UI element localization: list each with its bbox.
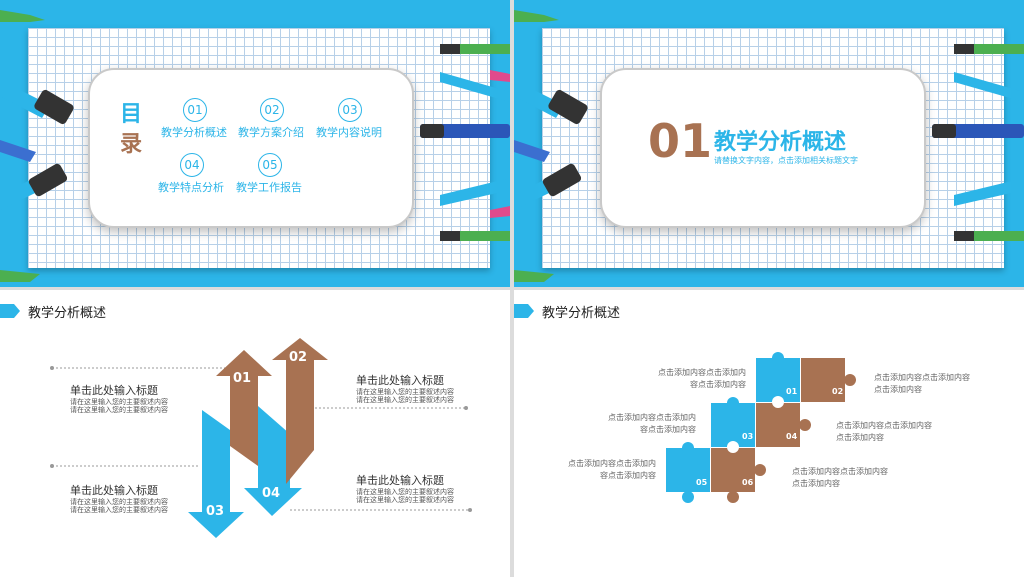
arrow-label-04: 04	[262, 486, 281, 501]
section-subtitle: 请替换文字内容，点击添加相关标题文字	[714, 156, 858, 165]
puzzle-text-4[interactable]: 点击添加内容点击添加内容 点击添加内容	[836, 420, 932, 444]
puzzle-text-6[interactable]: 点击添加内容点击添加内容 点击添加内容	[792, 466, 888, 490]
slide-section[interactable]: 01 教学分析概述 请替换文字内容，点击添加相关标题文字	[514, 0, 1024, 287]
slide-toc[interactable]: 目 录 目录 01 教学分析概述 02 教学方案介绍 03 教学内容说明 04 …	[0, 0, 510, 287]
text-line: 点击添加内容	[836, 433, 884, 442]
arrow-label-03: 03	[206, 504, 225, 519]
piece-label-01: 01	[786, 387, 798, 396]
toc-number-02: 02	[260, 98, 284, 122]
text-line: 点击添加内容点击添加内容	[792, 467, 888, 476]
arrow-label-01: 01	[233, 371, 252, 386]
slide-puzzle[interactable]: 教学分析概述 01 02 03 04 05 06 点击添加内容点击添加内 容点击…	[514, 290, 1024, 577]
puzzle-piece-02	[801, 358, 856, 402]
toc-item-03[interactable]: 教学内容说明	[316, 126, 382, 139]
puzzle-text-1[interactable]: 点击添加内容点击添加内 容点击添加内容	[658, 367, 746, 391]
toc-title-char1: 目	[120, 102, 143, 127]
pencil-icon	[514, 10, 1024, 282]
piece-label-02: 02	[832, 387, 844, 396]
pencils-decoration	[0, 10, 510, 282]
text-block-4[interactable]: 单击此处输入标题 请在这里输入您的主要叙述内容 请在这里输入您的主要叙述内容	[356, 472, 454, 504]
section-card	[600, 68, 926, 228]
toc-title: 目 录	[120, 100, 142, 160]
puzzle-piece-04	[756, 403, 811, 447]
puzzle-piece-03	[711, 397, 755, 447]
block-line: 请在这里输入您的主要叙述内容	[70, 498, 168, 506]
arrows-diagram	[50, 338, 472, 538]
toc-item-04[interactable]: 教学特点分析	[158, 181, 224, 194]
slide-arrows[interactable]: 教学分析概述 01 02 03 04 单击此处输入标题 请在这里输入您的主要叙述…	[0, 290, 510, 577]
block-title: 单击此处输入标题	[70, 484, 158, 497]
block-line: 请在这里输入您的主要叙述内容	[70, 406, 168, 414]
text-line: 点击添加内容	[874, 385, 922, 394]
pencil-icon	[0, 10, 510, 282]
toc-number-03: 03	[338, 98, 362, 122]
piece-label-04: 04	[786, 432, 798, 441]
toc-title-char2: 录	[120, 132, 143, 157]
puzzle-text-5[interactable]: 点击添加内容点击添加内 容点击添加内容	[568, 458, 656, 482]
puzzle-diagram	[666, 352, 856, 503]
block-title: 单击此处输入标题	[356, 374, 444, 387]
block-line: 请在这里输入您的主要叙述内容	[356, 388, 454, 396]
arrow-02	[272, 338, 328, 484]
block-line: 请在这里输入您的主要叙述内容	[356, 496, 454, 504]
text-line: 点击添加内容点击添加内	[568, 459, 656, 468]
text-line: 点击添加内容点击添加内容	[836, 421, 932, 430]
toc-item-02[interactable]: 教学方案介绍	[238, 126, 304, 139]
toc-number-01: 01	[183, 98, 207, 122]
text-line: 点击添加内容点击添加内	[658, 368, 746, 377]
puzzle-piece-01	[756, 352, 800, 402]
puzzle-text-3[interactable]: 点击添加内容点击添加内 容点击添加内容	[608, 412, 696, 436]
header-tag-icon	[0, 304, 20, 318]
text-block-2[interactable]: 单击此处输入标题 请在这里输入您的主要叙述内容 请在这里输入您的主要叙述内容	[70, 482, 168, 514]
section-title: 教学分析概述	[714, 130, 847, 155]
arrow-label-02: 02	[289, 350, 308, 365]
block-title: 单击此处输入标题	[356, 474, 444, 487]
text-line: 容点击添加内容	[690, 380, 746, 389]
text-block-3[interactable]: 单击此处输入标题 请在这里输入您的主要叙述内容 请在这里输入您的主要叙述内容	[356, 372, 454, 404]
block-line: 请在这里输入您的主要叙述内容	[356, 396, 454, 404]
piece-label-05: 05	[696, 478, 708, 487]
toc-number-04: 04	[180, 153, 204, 177]
toc-item-05[interactable]: 教学工作报告	[236, 181, 302, 194]
text-line: 容点击添加内容	[640, 425, 696, 434]
slide-header: 教学分析概述	[542, 306, 621, 321]
piece-label-06: 06	[742, 478, 754, 487]
section-number: 01	[648, 114, 713, 168]
piece-label-03: 03	[742, 432, 754, 441]
toc-item-01[interactable]: 教学分析概述	[161, 126, 227, 139]
arrow-01	[216, 350, 272, 466]
header-tag-icon	[514, 304, 534, 318]
text-block-1[interactable]: 单击此处输入标题 请在这里输入您的主要叙述内容 请在这里输入您的主要叙述内容	[70, 382, 168, 414]
text-line: 容点击添加内容	[600, 471, 656, 480]
puzzle-text-2[interactable]: 点击添加内容点击添加内容 点击添加内容	[874, 372, 970, 396]
text-line: 点击添加内容点击添加内容	[874, 373, 970, 382]
block-title: 单击此处输入标题	[70, 384, 158, 397]
pencils-decoration	[514, 10, 1024, 282]
text-line: 点击添加内容点击添加内	[608, 413, 696, 422]
toc-number-05: 05	[258, 153, 282, 177]
toc-card	[88, 68, 414, 228]
puzzle-piece-06	[711, 448, 766, 503]
block-line: 请在这里输入您的主要叙述内容	[70, 506, 168, 514]
slide-header: 教学分析概述	[28, 306, 107, 321]
block-line: 请在这里输入您的主要叙述内容	[356, 488, 454, 496]
block-line: 请在这里输入您的主要叙述内容	[70, 398, 168, 406]
puzzle-piece-05	[666, 442, 710, 503]
text-line: 点击添加内容	[792, 479, 840, 488]
